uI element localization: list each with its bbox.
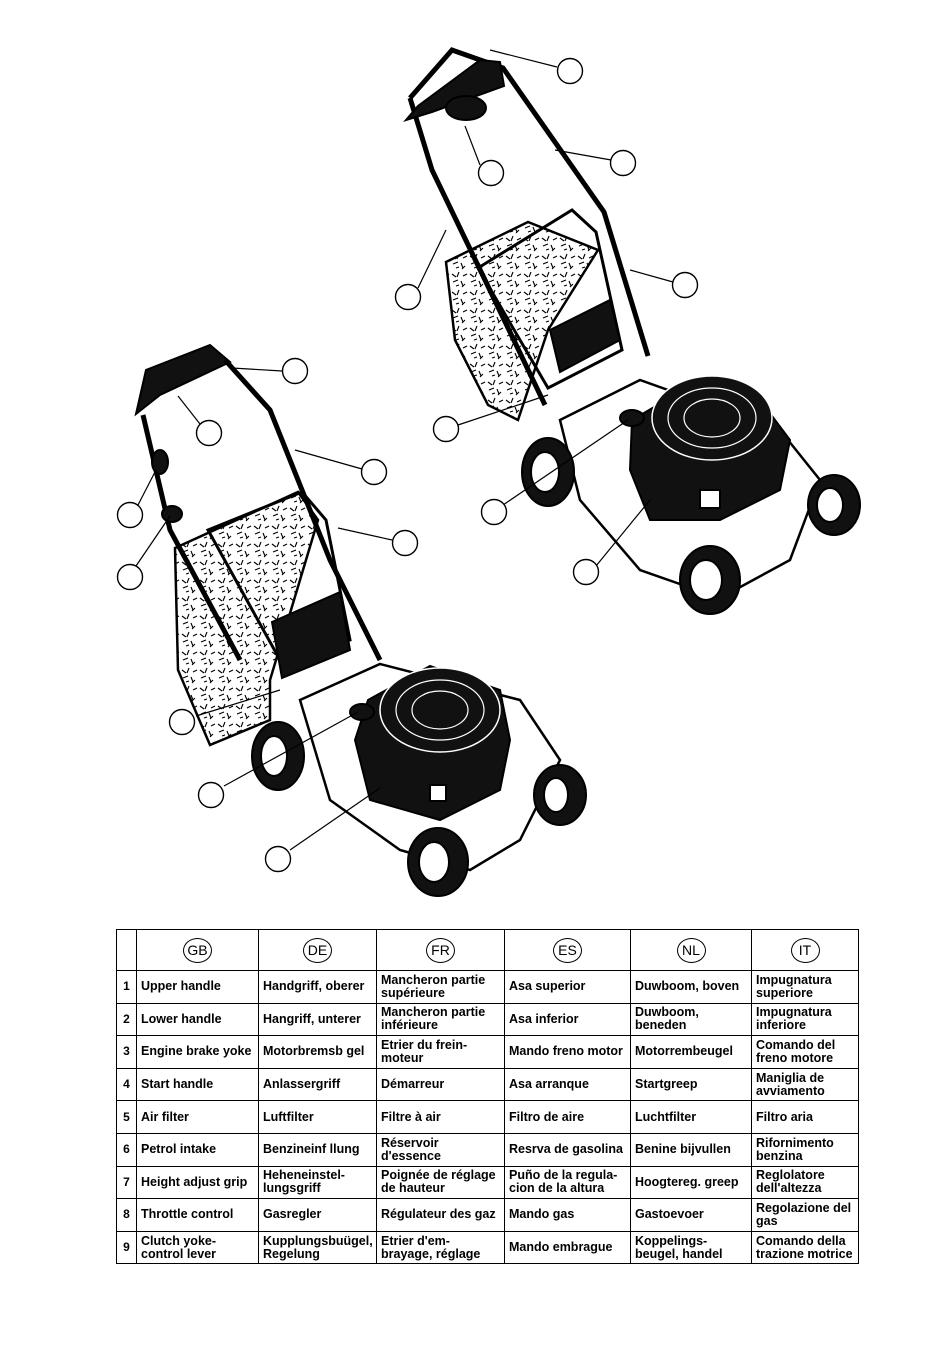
part-name-it: Filtro aria	[751, 1100, 859, 1134]
part-name-es: Mando embrague	[504, 1230, 631, 1265]
part-name-de: Anlassergriff	[258, 1067, 377, 1102]
header-lang-de: DE	[258, 929, 377, 971]
part-name-gb: Lower handle	[136, 1002, 259, 1037]
part-name-es: Asa inferior	[504, 1002, 631, 1037]
part-name-fr: Etrier du frein-moteur	[376, 1035, 505, 1069]
part-number-cell: 7	[116, 1165, 137, 1200]
part-name-gb: Start handle	[136, 1067, 259, 1102]
part-name-nl: Luchtfilter	[630, 1100, 752, 1134]
part-name-fr: Filtre à air	[376, 1100, 505, 1134]
part-name-nl: Hoogtereg. greep	[630, 1165, 752, 1200]
part-name-nl: Gastoevoer	[630, 1198, 752, 1232]
part-number-cell: 8	[116, 1198, 137, 1232]
part-name-es: Mando freno motor	[504, 1035, 631, 1069]
part-name-de: Motorbremsb gel	[258, 1035, 377, 1069]
part-name-de: Kupplungsbuügel, Regelung	[258, 1230, 377, 1265]
part-name-es: Resrva de gasolina	[504, 1132, 631, 1167]
part-name-fr: Régulateur des gaz	[376, 1198, 505, 1232]
part-name-de: Gasregler	[258, 1198, 377, 1232]
part-name-nl: Startgreep	[630, 1067, 752, 1102]
part-name-es: Asa arranque	[504, 1067, 631, 1102]
part-name-it: Reglolatore dell'altezza	[751, 1165, 859, 1200]
part-name-gb: Height adjust grip	[136, 1165, 259, 1200]
part-number-cell: 9	[116, 1230, 137, 1265]
header-lang-it: IT	[751, 929, 859, 971]
part-name-fr: Mancheron partie inférieure	[376, 1002, 505, 1037]
part-name-gb: Air filter	[136, 1100, 259, 1134]
part-name-de: Hangriff, unterer	[258, 1002, 377, 1037]
header-number-cell	[116, 929, 137, 971]
part-name-es: Mando gas	[504, 1198, 631, 1232]
part-number-cell: 4	[116, 1067, 137, 1102]
part-name-fr: Mancheron partie supérieure	[376, 970, 505, 1004]
part-name-de: Heheneinstel-lungsgriff	[258, 1165, 377, 1200]
part-name-it: Rifornimento benzina	[751, 1132, 859, 1167]
part-name-gb: Petrol intake	[136, 1132, 259, 1167]
part-name-de: Handgriff, oberer	[258, 970, 377, 1004]
header-lang-fr: FR	[376, 929, 505, 971]
part-name-it: Comando del freno motore	[751, 1035, 859, 1069]
header-lang-nl: NL	[630, 929, 752, 971]
part-name-es: Puño de la regula-cion de la altura	[504, 1165, 631, 1200]
header-lang-gb: GB	[136, 929, 259, 971]
callout-circles	[116, 57, 699, 873]
part-number-cell: 5	[116, 1100, 137, 1134]
part-name-fr: Poignée de réglage de hauteur	[376, 1165, 505, 1200]
part-name-gb: Engine brake yoke	[136, 1035, 259, 1069]
part-name-it: Impugnatura superiore	[751, 970, 859, 1004]
language-header-row: GB DE FR ES NL IT	[116, 929, 859, 971]
part-name-nl: Benine bijvullen	[630, 1132, 752, 1167]
part-name-it: Maniglia de avviamento	[751, 1067, 859, 1102]
part-name-gb: Throttle control	[136, 1198, 259, 1232]
lang-badge: GB	[183, 937, 212, 963]
lang-badge: FR	[426, 937, 455, 963]
part-name-nl: Duwboom, beneden	[630, 1002, 752, 1037]
part-name-it: Comando della trazione motrice	[751, 1230, 859, 1265]
part-name-gb: Upper handle	[136, 970, 259, 1004]
part-number-cell: 6	[116, 1132, 137, 1167]
part-number-cell: 2	[116, 1002, 137, 1037]
part-name-nl: Koppelings-beugel, handel	[630, 1230, 752, 1265]
lang-badge: ES	[553, 937, 582, 963]
lawn-mower-illustration	[116, 47, 861, 897]
part-name-nl: Duwboom, boven	[630, 970, 752, 1004]
lang-badge: NL	[676, 937, 706, 963]
part-name-de: Luftfilter	[258, 1100, 377, 1134]
header-lang-es: ES	[504, 929, 631, 971]
mower-rear-view	[402, 47, 861, 615]
part-name-it: Impugnatura inferiore	[751, 1002, 859, 1037]
part-number-cell: 3	[116, 1035, 137, 1069]
lang-badge: IT	[790, 937, 820, 963]
mower-front-view	[134, 343, 587, 897]
part-name-fr: Réservoir d'essence	[376, 1132, 505, 1167]
lang-badge: DE	[303, 937, 332, 963]
part-name-nl: Motorrembeugel	[630, 1035, 752, 1069]
part-name-gb: Clutch yoke-control lever	[136, 1230, 259, 1265]
part-name-fr: Etrier d'em-brayage, réglage	[376, 1230, 505, 1265]
part-name-it: Regolazione del gas	[751, 1198, 859, 1232]
part-number-cell: 1	[116, 970, 137, 1004]
part-name-de: Benzineinf llung	[258, 1132, 377, 1167]
part-name-fr: Démarreur	[376, 1067, 505, 1102]
part-name-es: Asa superior	[504, 970, 631, 1004]
part-name-es: Filtro de aire	[504, 1100, 631, 1134]
